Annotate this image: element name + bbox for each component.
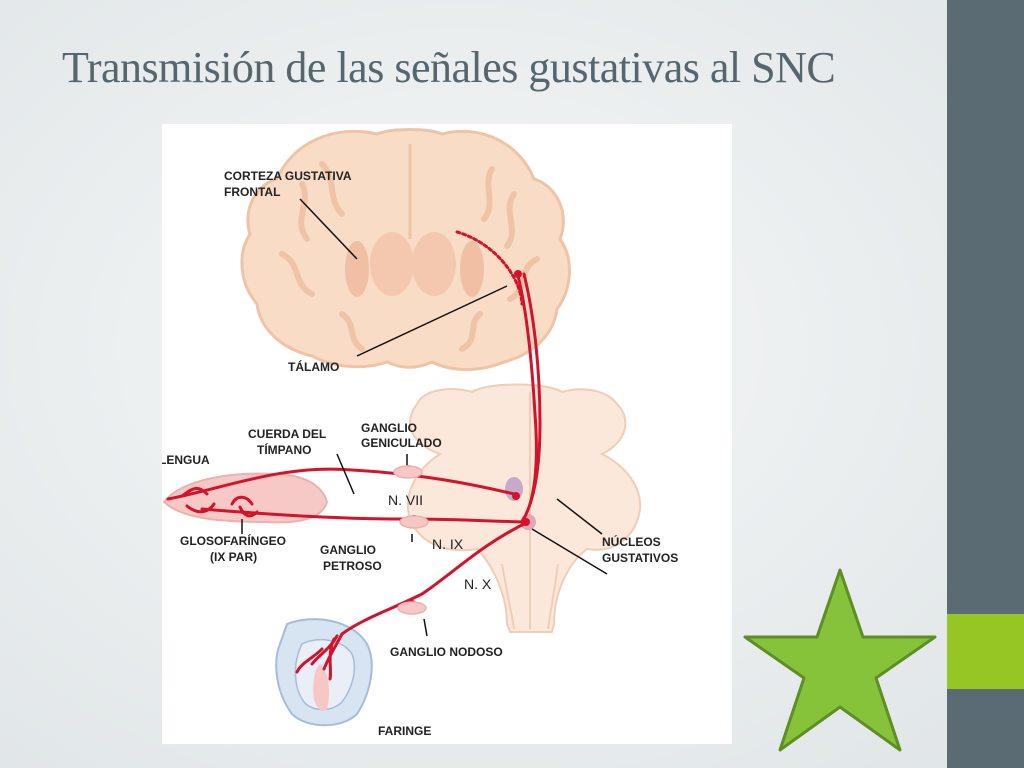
label-cuerda-1: CUERDA DEL <box>248 427 326 441</box>
label-corteza-1: CORTEZA GUSTATIVA <box>224 169 352 183</box>
label-ganglio-pet-2: PETROSO <box>323 559 382 573</box>
label-nucleos-2: GUSTATIVOS <box>602 551 678 565</box>
label-ganglio-gen-2: GENICULADO <box>361 436 442 450</box>
diagram-labels: CORTEZA GUSTATIVA FRONTAL TÁLAMO CUERDA … <box>159 169 678 738</box>
label-faringe: FARINGE <box>378 724 431 738</box>
brain-illustration <box>240 128 571 371</box>
leader-lines <box>241 198 608 637</box>
label-cuerda-2: TÍMPANO <box>257 442 311 457</box>
label-ganglio-nodoso: GANGLIO NODOSO <box>390 645 503 659</box>
label-nucleos-1: NÚCLEOS <box>602 534 661 549</box>
label-n-vii: N. VII <box>388 492 423 508</box>
label-ganglio-pet-1: GANGLIO <box>320 543 376 557</box>
label-n-ix: N. IX <box>432 536 464 552</box>
brainstem-illustration <box>406 383 642 633</box>
label-ganglio-gen-1: GANGLIO <box>361 421 417 435</box>
label-corteza-2: FRONTAL <box>224 185 280 199</box>
slide-title: Transmisión de las señales gustativas al… <box>62 43 836 92</box>
label-glosofaringeo-2: (IX PAR) <box>210 550 257 564</box>
ganglia <box>393 465 429 615</box>
star-icon <box>743 568 937 752</box>
label-talamo: TÁLAMO <box>288 359 339 374</box>
label-n-x: N. X <box>464 576 492 592</box>
taste-pathway-diagram: CORTEZA GUSTATIVA FRONTAL TÁLAMO CUERDA … <box>159 124 732 744</box>
accent-block <box>947 614 1024 689</box>
pharynx-illustration <box>275 618 373 727</box>
label-glosofaringeo-1: GLOSOFARÍNGEO <box>180 533 286 548</box>
label-lengua: LENGUA <box>162 453 210 467</box>
nerve-pathways <box>166 230 542 681</box>
